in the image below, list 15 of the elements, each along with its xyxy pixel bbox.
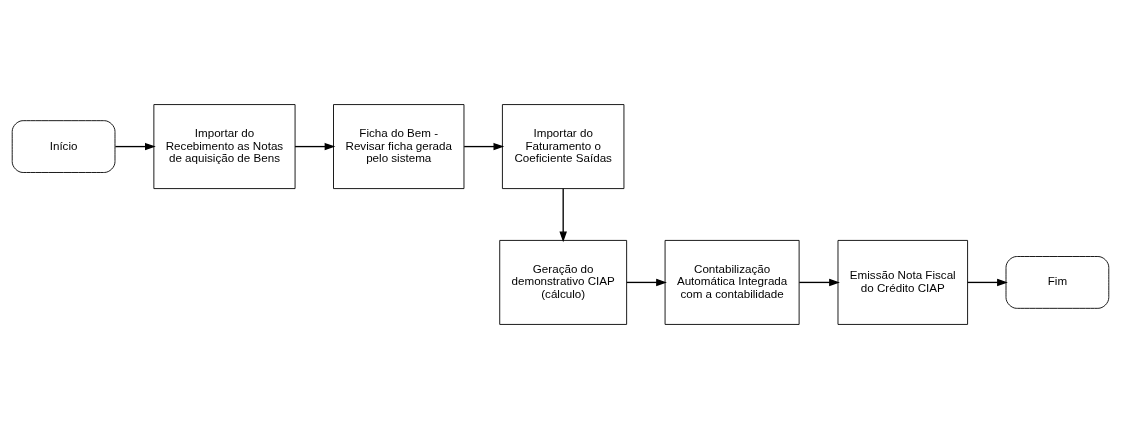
node-box: Emissão Nota Fiscal do Crédito CIAP [837, 239, 969, 325]
arrow [626, 278, 667, 286]
node-box: Importar do Faturamento o Coeficiente Saídas [501, 103, 625, 189]
arrow [798, 278, 840, 286]
node-box: Geração do demonstrativo CIAP (cálculo) [499, 239, 628, 325]
arrow [559, 187, 567, 242]
arrow [463, 142, 505, 150]
node-box: Ficha do Bem - Revisar ficha gerada pelo sistema [333, 103, 465, 189]
node-box: Importar do Recebimento as Notas de aquisição de Bens [153, 103, 296, 189]
arrow [114, 142, 156, 150]
node-box: Início [11, 119, 116, 173]
arrow [967, 278, 1008, 286]
arrow [294, 142, 336, 150]
node-box: Contabilização Automática Integrada com a contabilidade [664, 239, 800, 325]
node-box: Fim [1005, 255, 1110, 309]
